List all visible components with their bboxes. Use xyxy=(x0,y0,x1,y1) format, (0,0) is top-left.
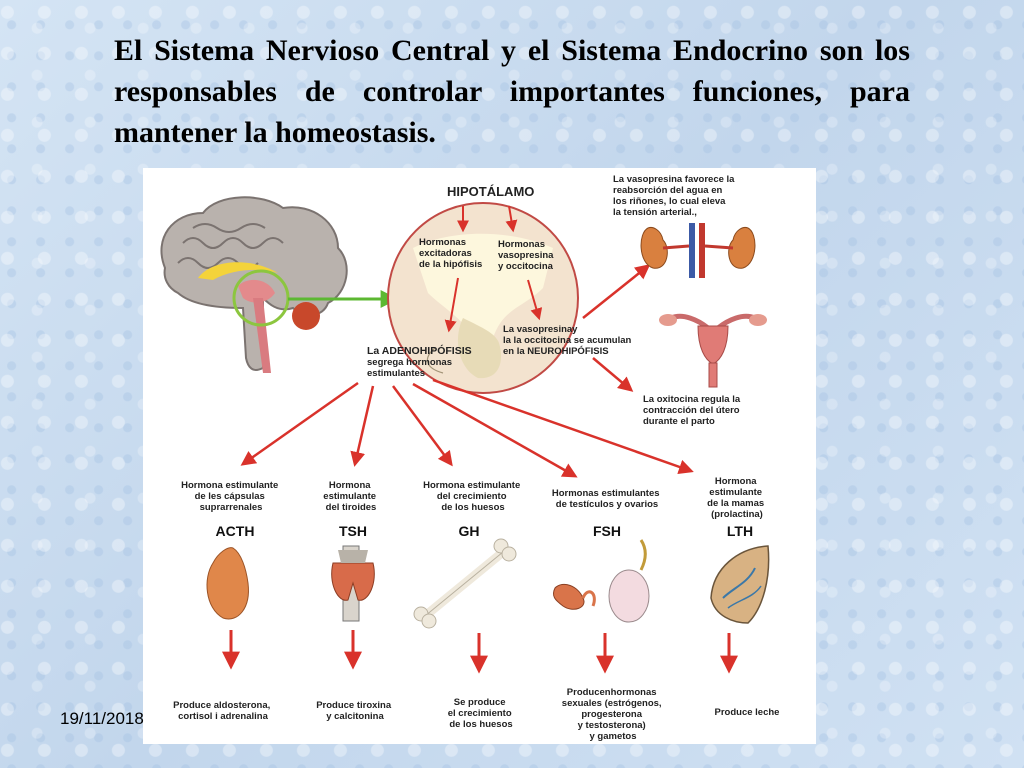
svg-text:Hormona estimulante: Hormona estimulante del tiroides xyxy=(323,480,378,513)
hormone-fsh: Hormonas estimulantes de testículos y ov… xyxy=(552,488,664,742)
svg-text:FSH: FSH xyxy=(593,523,621,539)
slide-title: El Sistema Nervioso Central y el Sistema… xyxy=(114,34,910,149)
slide-date: 19/11/2018 xyxy=(60,709,144,728)
svg-text:GH: GH xyxy=(459,523,480,539)
excitadoras-label: Hormonas excitadoras de la hipófisis xyxy=(419,237,482,270)
svg-text:TSH: TSH xyxy=(339,523,367,539)
svg-text:Hormona estimulante: Hormona estimulante de la mamas (prolact… xyxy=(707,476,767,520)
adrenal-gland-icon xyxy=(206,547,249,620)
hipotalamo-label: HIPOTÁLAMO xyxy=(447,184,534,199)
breast-icon xyxy=(710,545,770,624)
svg-text:LTH: LTH xyxy=(727,523,753,539)
svg-text:Hormona estimulante de l: Hormona estimulante de les cápsulas supr… xyxy=(181,480,281,513)
uterus-icon xyxy=(659,313,767,388)
brain-icon xyxy=(160,196,348,373)
svg-text:Producenhormonas sexuale: Producenhormonas sexuales (estrógenos, p… xyxy=(562,687,664,742)
svg-text:Produce leche: Produce leche xyxy=(715,707,780,718)
hormone-lth: Hormona estimulante de la mamas (prolact… xyxy=(707,476,779,718)
svg-text:Se produce el crecimient: Se produce el crecimiento de los huesos xyxy=(448,697,515,730)
acumulan-label: La vasopresinay la la occitocina se acum… xyxy=(503,324,634,357)
kidneys-icon xyxy=(640,223,756,278)
adenohipofisis-label: La ADENOHIPÓFISIS segrega hormonas estim… xyxy=(367,344,474,379)
thyroid-icon xyxy=(331,545,375,622)
svg-text:Hormona estimulante del: Hormona estimulante del crecimiento de l… xyxy=(423,480,523,513)
hormone-gh: Hormona estimulante del crecimiento de l… xyxy=(413,480,523,730)
svg-text:Hormonas estimulantes de: Hormonas estimulantes de testículos y ov… xyxy=(552,488,662,510)
hormone-arrows xyxy=(240,378,694,478)
endocrine-diagram: HIPOTÁLAMO Hormonas excitadoras de la hi… xyxy=(143,168,816,744)
hormone-acth: Hormona estimulante de les cápsulas supr… xyxy=(173,480,281,722)
vasopresina-info: La vasopresina favorece la reabsorción d… xyxy=(613,174,737,218)
svg-text:ACTH: ACTH xyxy=(216,523,255,539)
hormone-tsh: Hormona estimulante del tiroides TSH Pro… xyxy=(316,480,394,722)
gonads-icon xyxy=(552,539,650,623)
vasopresina-ocitocina-label: Hormonas vasopresina y occitocina xyxy=(498,239,556,272)
svg-text:Produce tiroxina y calci: Produce tiroxina y calcitonina xyxy=(316,700,394,722)
svg-text:Produce aldosterona, cor: Produce aldosterona, cortisol i adrenali… xyxy=(173,700,273,722)
oxitocina-info: La oxitocina regula la contracción del ú… xyxy=(643,394,743,427)
bone-icon xyxy=(413,538,517,629)
hypothalamus-closeup xyxy=(387,202,579,394)
